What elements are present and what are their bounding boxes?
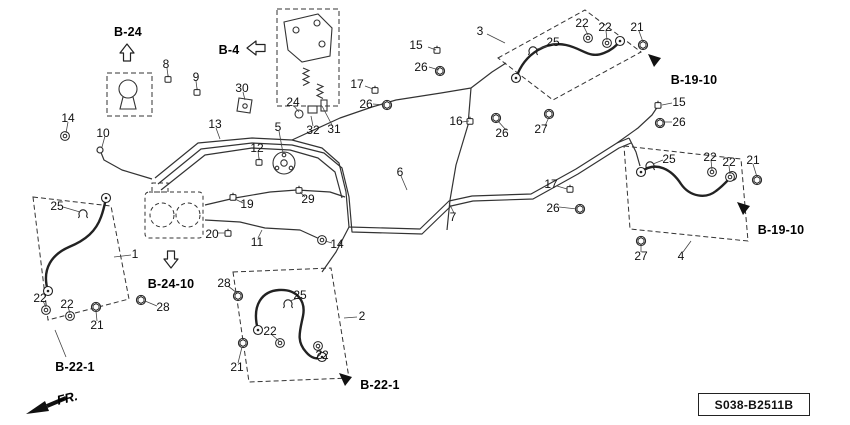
b24-up-arrow-icon <box>119 43 135 62</box>
fr-arrow-shaft <box>46 396 67 408</box>
flange-5-part <box>272 151 296 175</box>
bolt-icon <box>135 294 147 306</box>
hose-clamp-icon <box>282 299 294 309</box>
bolt-icon <box>490 112 502 124</box>
bolt-icon <box>654 117 666 129</box>
pipe-clip-icon <box>371 85 379 94</box>
fr-arrow-icon <box>26 401 49 414</box>
bracket-box <box>276 8 340 107</box>
bolt-icon <box>237 337 249 349</box>
brake-hoses <box>44 39 734 360</box>
pipe-clip-icon <box>654 100 662 109</box>
washer-icon <box>317 235 327 245</box>
leader-lines <box>42 26 758 364</box>
b24-10-down-arrow-icon <box>163 250 179 269</box>
small-parts <box>118 13 333 175</box>
washer-icon <box>313 341 323 351</box>
washer-icon <box>275 338 285 348</box>
dashed-reference-boxes <box>32 8 749 383</box>
pipe-clip-icon <box>295 185 303 194</box>
pipe-clip-icon <box>224 228 232 237</box>
hose-assembly-1 <box>44 196 108 293</box>
hose4-box <box>623 145 749 242</box>
b19-10-top-arrow-icon <box>648 54 661 67</box>
hose-assembly-2 <box>254 288 324 360</box>
hose2-box <box>232 267 350 383</box>
hose-assembly-3 <box>514 39 622 80</box>
washer-icon <box>60 131 70 141</box>
bracket-30-part <box>236 97 253 114</box>
abs-modulator <box>144 182 204 239</box>
pipe-clip-icon <box>566 184 574 193</box>
hose-end-fittings <box>42 35 738 363</box>
bolt-icon <box>232 290 244 302</box>
b4-left-arrow-icon <box>246 40 266 56</box>
brake-pipes <box>96 62 659 273</box>
bracket-part <box>283 13 333 119</box>
hose-end-dots <box>46 39 734 359</box>
grommet-part <box>118 79 138 110</box>
solid-arrows <box>26 54 750 414</box>
b19-10-right-arrow-icon <box>737 202 750 215</box>
b22-1-bottom-arrow-icon <box>339 373 352 386</box>
bolt-icon <box>90 301 102 313</box>
hose-assembly-4 <box>639 165 734 197</box>
hose-clamp-icon <box>77 209 89 219</box>
hose1-box <box>32 196 130 321</box>
pipe-clip-icon <box>466 116 474 125</box>
bolt-icon <box>434 65 446 77</box>
grommet-box <box>106 72 153 117</box>
diagram-code-box: S038-B2511B <box>698 393 810 416</box>
reference-arrows <box>119 40 266 269</box>
diagram-code: S038-B2511B <box>714 397 794 412</box>
hose3-box <box>497 9 642 101</box>
